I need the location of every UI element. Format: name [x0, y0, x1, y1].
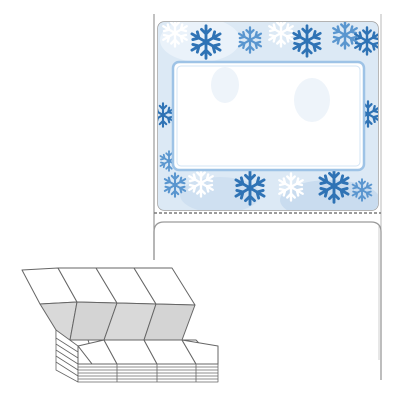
- printed-label: [157, 21, 379, 211]
- fanfold-top-sheet: [21, 267, 196, 306]
- fanfold-front-labels: [77, 339, 219, 365]
- fanfold-label-stack: [21, 267, 219, 383]
- fanfold-fold-panel: [39, 301, 196, 341]
- blank-label: [153, 221, 382, 380]
